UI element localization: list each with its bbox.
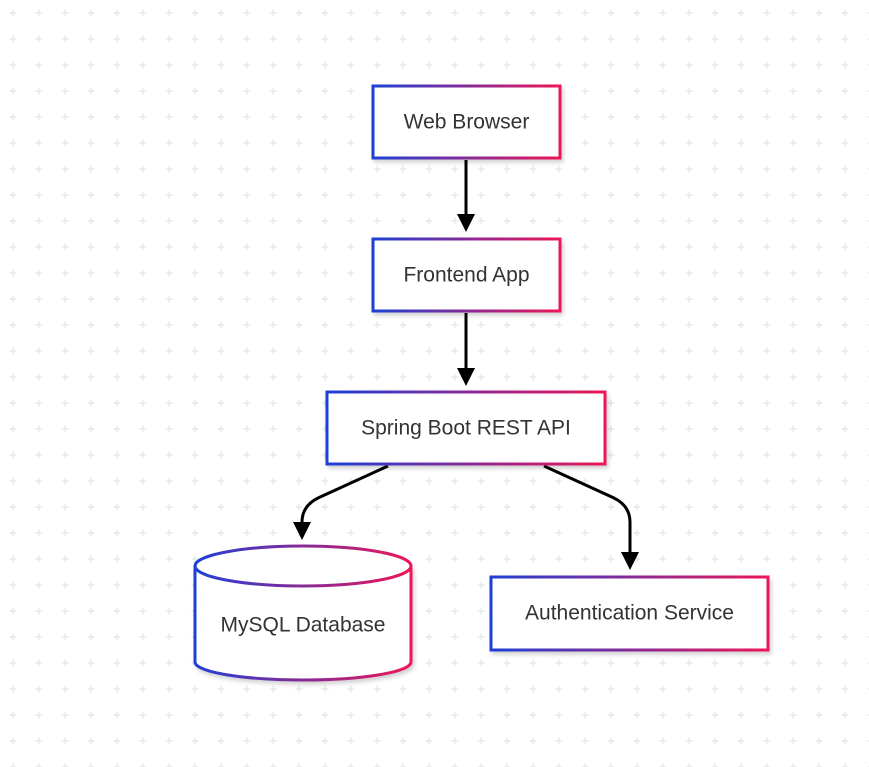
edge-rest-api-to-mysql-database	[300, 464, 389, 524]
node-rest-api-label: Spring Boot REST API	[361, 417, 571, 440]
edges	[293, 160, 639, 570]
arrowhead-mysql-database	[293, 522, 311, 540]
edge-rest-api-to-auth-service	[543, 464, 632, 554]
arrowhead-rest-api	[457, 368, 475, 386]
node-web-browser[interactable]: Web Browser	[371, 84, 562, 160]
arrowhead-frontend-app	[457, 214, 475, 232]
node-frontend-app-box	[371, 237, 562, 313]
node-auth-service-label: Authentication Service	[525, 602, 734, 625]
node-rest-api-box	[325, 390, 607, 466]
node-web-browser-box	[371, 84, 562, 160]
node-mysql-database-cylinder-body	[193, 566, 413, 682]
node-rest-api[interactable]: Spring Boot REST API	[325, 390, 607, 466]
node-auth-service[interactable]: Authentication Service	[489, 575, 770, 652]
node-frontend-app-label: Frontend App	[403, 264, 529, 287]
node-mysql-database[interactable]: MySQL Database	[193, 544, 413, 682]
node-mysql-database-label: MySQL Database	[221, 614, 386, 637]
node-web-browser-label: Web Browser	[404, 111, 530, 134]
node-auth-service-box	[489, 575, 770, 652]
node-mysql-database-cylinder-top	[193, 544, 413, 588]
node-frontend-app[interactable]: Frontend App	[371, 237, 562, 313]
arrowhead-auth-service	[621, 552, 639, 570]
